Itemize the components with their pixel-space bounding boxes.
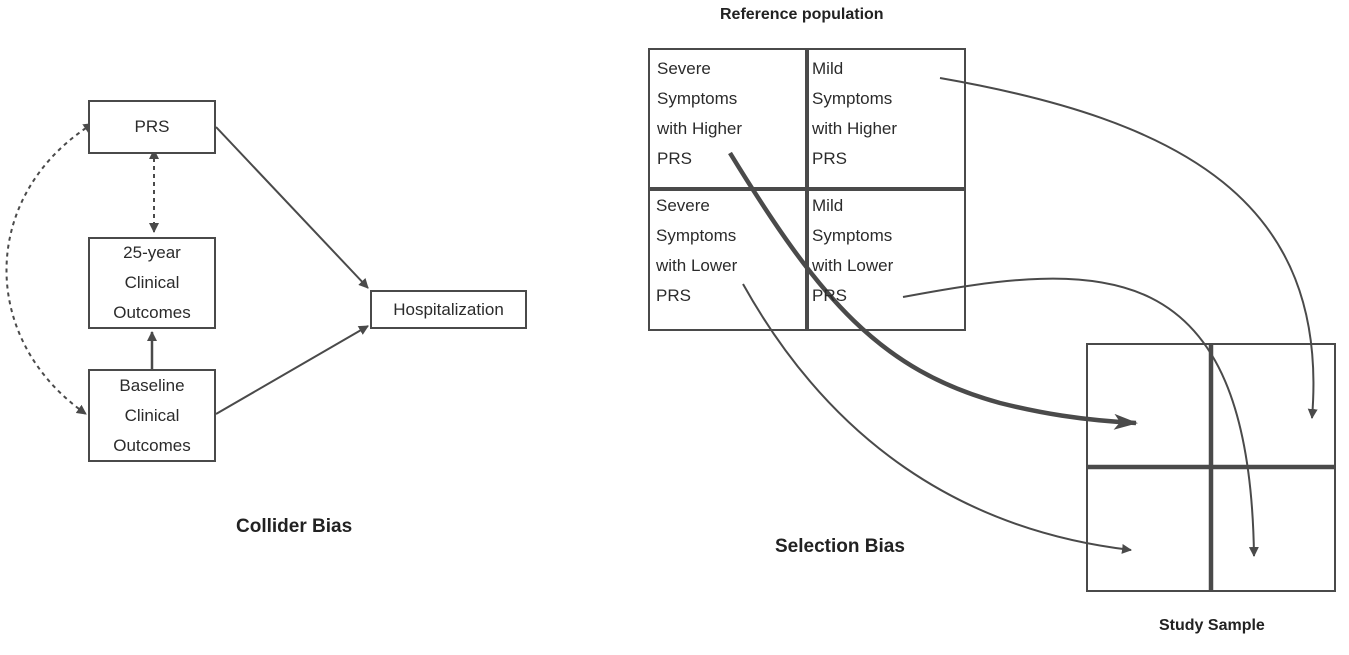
cell-severe-higher-line-1: Severe xyxy=(657,59,711,78)
node-baseline-line-3: Outcomes xyxy=(113,435,191,455)
cell-severe-lower-line-3: with Lower xyxy=(656,256,738,275)
cell-mild-lower: Mild Symptoms with Lower PRS xyxy=(812,191,893,311)
edge-prs-to-hospitalization xyxy=(215,126,369,289)
node-prs-label: PRS xyxy=(134,117,170,136)
node-baseline-line-2: Clinical xyxy=(124,405,180,425)
cell-severe-lower-line-1: Severe xyxy=(656,196,710,215)
selection-arrow-severe-lower xyxy=(742,283,1132,554)
cell-mild-higher-line-1: Mild xyxy=(812,59,844,78)
cell-mild-higher: Mild Symptoms with Higher PRS xyxy=(812,54,897,174)
cell-severe-lower-line-2: Symptoms xyxy=(656,226,737,245)
edge-prs-baseline-dashed-curve xyxy=(5,122,94,415)
cell-mild-higher-line-4: PRS xyxy=(812,149,847,168)
cell-mild-lower-line-2: Symptoms xyxy=(812,226,893,245)
reference-population-title: Reference population xyxy=(720,6,884,23)
cell-severe-lower-line-4: PRS xyxy=(656,286,691,305)
cell-severe-higher: Severe Symptoms with Higher PRS xyxy=(657,54,742,174)
collider-bias-title: Collider Bias xyxy=(236,516,353,537)
edge-baseline-to-hospitalization xyxy=(215,325,369,415)
node-prs: PRS xyxy=(88,100,216,154)
cell-severe-lower: Severe Symptoms with Lower PRS xyxy=(656,191,737,311)
cell-mild-lower-line-3: with Lower xyxy=(812,256,894,275)
node-baseline-outcomes: Baseline Clinical Outcomes xyxy=(88,369,216,462)
cell-severe-higher-line-3: with Higher xyxy=(657,119,743,138)
selection-arrow-mild-higher xyxy=(939,77,1318,419)
cell-mild-higher-line-3: with Higher xyxy=(812,119,898,138)
cell-mild-lower-line-1: Mild xyxy=(812,196,844,215)
cell-mild-higher-line-2: Symptoms xyxy=(812,89,893,108)
node-25-year-line-1: 25-year xyxy=(123,243,181,262)
selection-bias-title: Selection Bias xyxy=(775,536,905,557)
cell-severe-higher-line-2: Symptoms xyxy=(657,89,738,108)
node-25-year-line-3: Outcomes xyxy=(113,303,191,322)
node-25-year-line-2: Clinical xyxy=(124,273,180,292)
cell-severe-higher-line-4: PRS xyxy=(657,149,692,168)
node-25-year-outcomes: 25-year Clinical Outcomes xyxy=(88,237,216,329)
node-hospitalization: Hospitalization xyxy=(370,290,527,329)
selection-arrow-mild-lower xyxy=(902,277,1259,557)
study-sample-title: Study Sample xyxy=(1159,617,1265,634)
cell-mild-lower-line-4: PRS xyxy=(812,286,847,305)
node-baseline-line-1: Baseline xyxy=(119,375,185,395)
node-hospitalization-label: Hospitalization xyxy=(393,299,504,319)
selection-arrow-severe-higher-thick xyxy=(728,151,1138,430)
